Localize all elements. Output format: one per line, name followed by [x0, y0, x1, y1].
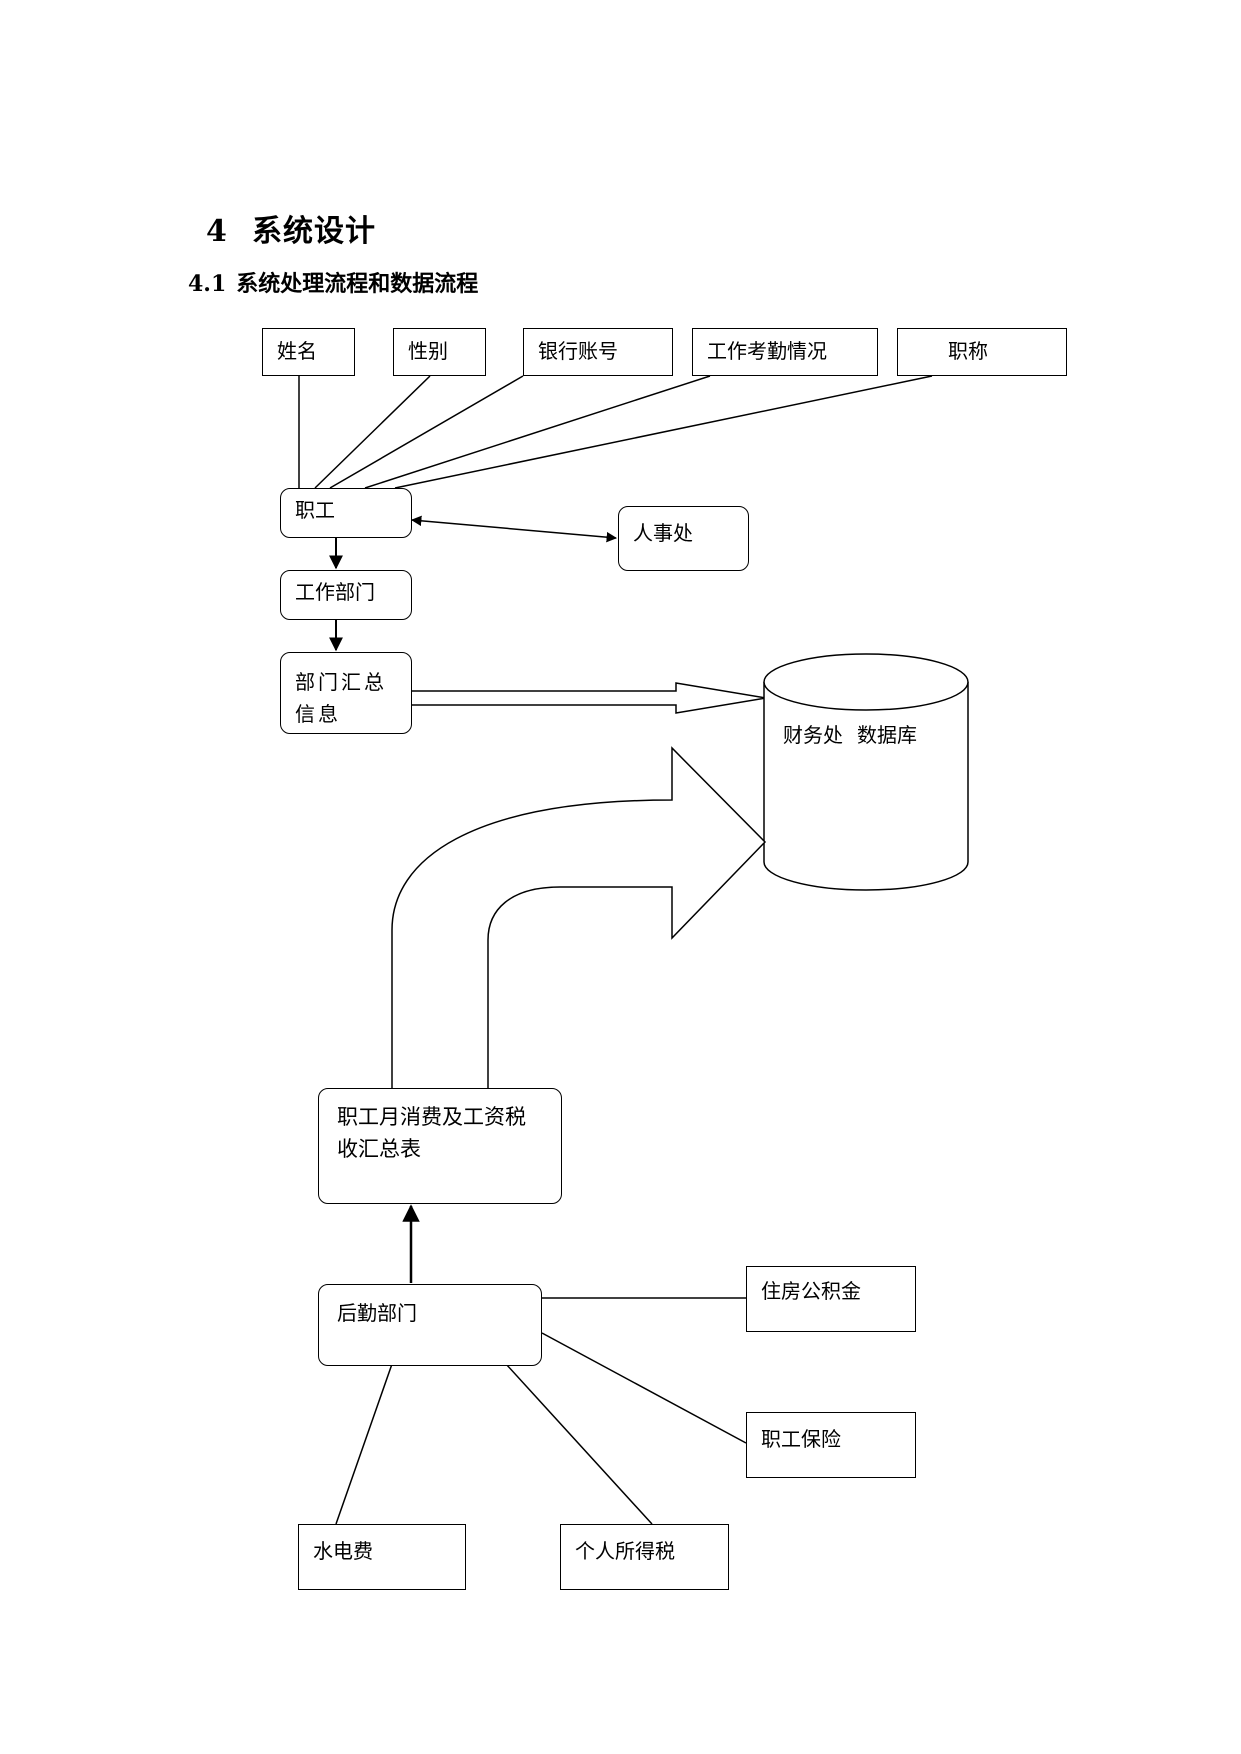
connector-title-employee [394, 375, 933, 489]
node-bank-account: 银行账号 [523, 328, 673, 376]
node-monthly-report: 职工月消费及工资税收汇总表 [318, 1088, 562, 1204]
connector-attendance-employee [364, 375, 711, 489]
node-income-tax: 个人所得税 [560, 1524, 729, 1590]
connector-bank-employee [329, 375, 524, 489]
arrow-employee-hr [410, 515, 618, 543]
subsection-title: 系统处理流程和数据流程 [236, 271, 479, 297]
database-cylinder [763, 653, 969, 891]
connector-logistics-utilities [335, 1363, 393, 1525]
section-number: 4 [206, 214, 228, 249]
node-job-title: 职称 [897, 328, 1067, 376]
node-attendance: 工作考勤情况 [692, 328, 878, 376]
finance-db-sub: 数据库 [857, 723, 917, 747]
section-title: 系统设计 [252, 214, 376, 249]
node-name: 姓名 [262, 328, 355, 376]
connector-gender-employee [314, 375, 431, 489]
subsection-number: 4.1 [188, 271, 227, 297]
curved-block-arrow-report-db [391, 746, 767, 1088]
section-heading: 4 系统设计 [206, 206, 376, 250]
node-gender: 性别 [393, 328, 486, 376]
node-finance-db: 财务处数据库 [783, 719, 917, 748]
connector-logistics-insurance [541, 1332, 747, 1444]
finance-db-label: 财务处 [783, 723, 843, 747]
node-work-dept: 工作部门 [280, 570, 412, 620]
node-hr: 人事处 [618, 506, 749, 571]
node-insurance: 职工保险 [746, 1412, 916, 1478]
connector-logistics-tax [505, 1363, 653, 1525]
node-utilities: 水电费 [298, 1524, 466, 1590]
node-employee: 职工 [280, 488, 412, 538]
node-logistics: 后勤部门 [318, 1284, 542, 1366]
node-housing-fund: 住房公积金 [746, 1266, 916, 1332]
node-dept-summary: 部门汇总信息 [280, 652, 412, 734]
subsection-heading: 4.1 系统处理流程和数据流程 [188, 266, 478, 298]
block-arrow-summary-db [412, 682, 767, 714]
